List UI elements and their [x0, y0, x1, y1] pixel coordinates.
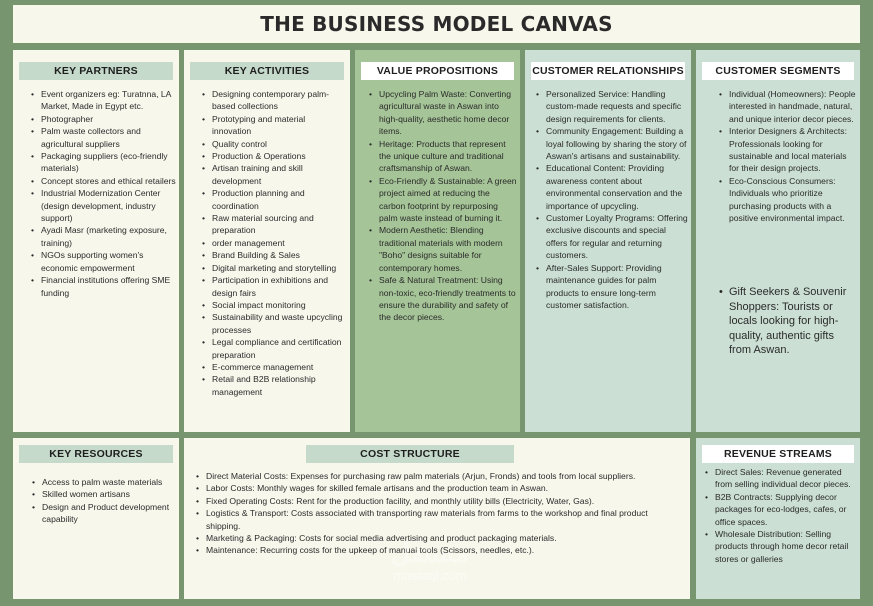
key-partners-item: Industrial Modernization Center (design …	[31, 187, 177, 224]
key-partners-item: NGOs supporting women's economic empower…	[31, 249, 177, 274]
key-partners-item: Financial institutions offering SME fund…	[31, 274, 177, 299]
key-activities-item: Prototyping and material innovation	[202, 113, 346, 138]
key-partners-item: Event organizers eg: Turatnna, LA Market…	[31, 88, 177, 113]
key-partners-item: Photographer	[31, 113, 177, 126]
key-activities-item: Production & Operations	[202, 150, 346, 163]
customer-segments-heading: CUSTOMER SEGMENTS	[702, 62, 854, 80]
key-partners-block: KEY PARTNERS Event organizers eg: Turatn…	[13, 50, 179, 432]
customer-segment-item: Gift Seekers & Souvenir Shoppers: Touris…	[719, 285, 857, 358]
page-title: THE BUSINESS MODEL CANVAS	[260, 12, 613, 36]
customer-relationship-item: After-Sales Support: Providing maintenan…	[536, 262, 688, 312]
key-activities-item: Raw material sourcing and preparation	[202, 212, 346, 237]
customer-segments-large-list: Gift Seekers & Souvenir Shoppers: Touris…	[719, 285, 857, 358]
customer-segment-item: Eco-Conscious Consumers: Individuals who…	[719, 175, 857, 225]
key-resource-item: Skilled women artisans	[32, 488, 174, 501]
key-activities-item: Legal compliance and certification prepa…	[202, 336, 346, 361]
key-resource-item: Access to palm waste materials	[32, 476, 174, 489]
key-partners-item: Palm waste collectors and agricultural s…	[31, 125, 177, 150]
key-activities-heading: KEY ACTIVITIES	[190, 62, 344, 80]
customer-segments-block: CUSTOMER SEGMENTS Individual (Homeowners…	[696, 50, 860, 432]
value-proposition-item: Heritage: Products that represent the un…	[369, 138, 517, 175]
key-activities-item: Retail and B2B relationship management	[202, 373, 346, 398]
cost-structure-list: Direct Material Costs: Expenses for purc…	[196, 470, 684, 557]
key-activities-item: Brand Building & Sales	[202, 249, 346, 262]
customer-relationship-item: Community Engagement: Building a loyal f…	[536, 125, 688, 162]
customer-relationships-heading: CUSTOMER RELATIONSHIPS	[531, 62, 685, 80]
customer-relationships-block: CUSTOMER RELATIONSHIPS Personalized Serv…	[525, 50, 691, 432]
cost-structure-item: Labor Costs: Monthly wages for skilled f…	[196, 482, 684, 495]
revenue-stream-item: Direct Sales: Revenue generated from sel…	[705, 466, 858, 491]
customer-segment-item: Individual (Homeowners): People interest…	[719, 88, 857, 125]
key-resources-list: Access to palm waste materialsSkilled wo…	[32, 476, 174, 526]
customer-relationship-item: Personalized Service: Handling custom-ma…	[536, 88, 688, 125]
customer-relationships-list: Personalized Service: Handling custom-ma…	[536, 88, 688, 311]
cost-structure-item: Fixed Operating Costs: Rent for the prod…	[196, 495, 684, 508]
cost-structure-item: Marketing & Packaging: Costs for social …	[196, 532, 684, 545]
value-propositions-block: VALUE PROPOSITIONS Upcycling Palm Waste:…	[355, 50, 520, 432]
customer-relationship-item: Customer Loyalty Programs: Offering excl…	[536, 212, 688, 262]
key-partners-list: Event organizers eg: Turatnna, LA Market…	[31, 88, 177, 299]
revenue-stream-item: Wholesale Distribution: Selling products…	[705, 528, 858, 565]
key-activities-block: KEY ACTIVITIES Designing contemporary pa…	[184, 50, 350, 432]
revenue-streams-list: Direct Sales: Revenue generated from sel…	[705, 466, 858, 565]
key-activities-item: E-commerce management	[202, 361, 346, 374]
cost-structure-item: Maintenance: Recurring costs for the upk…	[196, 544, 684, 557]
revenue-streams-block: REVENUE STREAMS Direct Sales: Revenue ge…	[696, 438, 860, 599]
key-partners-item: Packaging suppliers (eco-friendly materi…	[31, 150, 177, 175]
value-proposition-item: Eco-Friendly & Sustainable: A green proj…	[369, 175, 517, 225]
key-activities-item: Sustainability and waste upcycling proce…	[202, 311, 346, 336]
title-bar: THE BUSINESS MODEL CANVAS	[13, 5, 860, 43]
key-partners-item: Ayadi Masr (marketing exposure, training…	[31, 224, 177, 249]
value-proposition-item: Safe & Natural Treatment: Using non-toxi…	[369, 274, 517, 324]
key-activities-item: Designing contemporary palm-based collec…	[202, 88, 346, 113]
key-activities-item: Digital marketing and storytelling	[202, 262, 346, 275]
cost-structure-item: Direct Material Costs: Expenses for purc…	[196, 470, 684, 483]
cost-structure-block: COST STRUCTURE Direct Material Costs: Ex…	[184, 438, 690, 599]
customer-segment-item: Interior Designers & Architects: Profess…	[719, 125, 857, 175]
key-activities-item: Social impact monitoring	[202, 299, 346, 312]
cost-structure-item: Logistics & Transport: Costs associated …	[196, 507, 684, 532]
key-activities-item: Participation in exhibitions and design …	[202, 274, 346, 299]
customer-segments-list: Individual (Homeowners): People interest…	[719, 88, 857, 224]
key-activities-list: Designing contemporary palm-based collec…	[202, 88, 346, 398]
key-resources-heading: KEY RESOURCES	[19, 445, 173, 463]
key-partners-heading: KEY PARTNERS	[19, 62, 173, 80]
revenue-streams-heading: REVENUE STREAMS	[702, 445, 854, 463]
customer-relationship-item: Educational Content: Providing awareness…	[536, 162, 688, 212]
key-activities-item: Production planning and coordination	[202, 187, 346, 212]
key-resources-block: KEY RESOURCES Access to palm waste mater…	[13, 438, 179, 599]
key-activities-item: order management	[202, 237, 346, 250]
revenue-stream-item: B2B Contracts: Supplying decor packages …	[705, 491, 858, 528]
key-resource-item: Design and Product development capabilit…	[32, 501, 174, 526]
key-activities-item: Artisan training and skill development	[202, 162, 346, 187]
value-propositions-list: Upcycling Palm Waste: Converting agricul…	[369, 88, 517, 324]
value-proposition-item: Upcycling Palm Waste: Converting agricul…	[369, 88, 517, 138]
key-activities-item: Quality control	[202, 138, 346, 151]
cost-structure-heading: COST STRUCTURE	[306, 445, 514, 463]
key-partners-item: Concept stores and ethical retailers	[31, 175, 177, 188]
value-propositions-heading: VALUE PROPOSITIONS	[361, 62, 514, 80]
value-proposition-item: Modern Aesthetic: Blending traditional m…	[369, 224, 517, 274]
